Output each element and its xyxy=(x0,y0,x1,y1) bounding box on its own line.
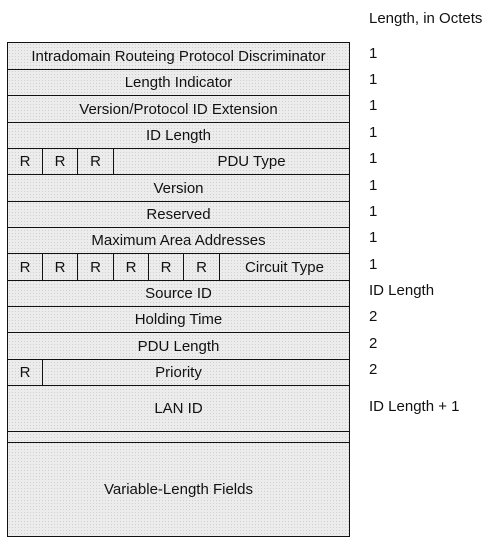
field-pdu-type: PDU Type xyxy=(217,153,286,170)
row-length-indicator: Length Indicator xyxy=(8,69,349,95)
length-value: 1 xyxy=(369,229,378,246)
length-column-header: Length, in Octets xyxy=(369,10,483,27)
field-source-id: Source ID xyxy=(145,285,212,302)
pdu-format-table: Intradomain Routeing Protocol Discrimina… xyxy=(7,42,350,537)
reserved-bit: R xyxy=(8,149,43,174)
reserved-bit: R xyxy=(114,254,149,280)
reserved-bit: R xyxy=(78,149,114,174)
length-value: 1 xyxy=(369,203,378,220)
row-variable-length-fields: Variable-Length Fields xyxy=(8,442,349,536)
length-value: 1 xyxy=(369,177,378,194)
reserved-bit: R xyxy=(8,360,43,385)
field-id-length: ID Length xyxy=(145,127,212,144)
row-max-area-addresses: Maximum Area Addresses xyxy=(8,227,349,253)
field-version-extension: Version/Protocol ID Extension xyxy=(79,100,278,118)
field-protocol-discriminator: Intradomain Routeing Protocol Discrimina… xyxy=(31,47,326,65)
row-circuit-type: R R R R R R Circuit Type xyxy=(8,253,349,280)
field-circuit-type: Circuit Type xyxy=(245,258,324,276)
length-value: ID Length + 1 xyxy=(369,398,460,415)
field-pdu-length: PDU Length xyxy=(137,337,220,355)
length-value: ID Length xyxy=(369,282,435,299)
reserved-bit: R xyxy=(8,254,43,280)
row-pdu-type: R R R PDU Type xyxy=(8,148,349,174)
field-lan-id: LAN ID xyxy=(154,400,203,417)
length-value: 1 xyxy=(369,97,378,114)
row-divider xyxy=(8,431,349,442)
length-value: 1 xyxy=(369,71,378,88)
row-protocol-discriminator: Intradomain Routeing Protocol Discrimina… xyxy=(8,43,349,69)
row-id-length: ID Length xyxy=(8,122,349,148)
reserved-bit: R xyxy=(43,254,78,280)
length-value: 2 xyxy=(369,335,378,352)
length-value: 1 xyxy=(369,45,378,62)
field-holding-time: Holding Time xyxy=(134,311,223,328)
row-reserved: Reserved xyxy=(8,201,349,227)
row-source-id: Source ID xyxy=(8,280,349,306)
row-lan-id: LAN ID xyxy=(8,385,349,431)
length-value: 2 xyxy=(369,361,378,378)
length-value: 1 xyxy=(369,124,378,141)
field-length-indicator: Length Indicator xyxy=(124,74,233,91)
length-value: 1 xyxy=(369,150,378,167)
length-value: 2 xyxy=(369,308,378,325)
length-value: 1 xyxy=(369,256,378,273)
row-version-extension: Version/Protocol ID Extension xyxy=(8,95,349,122)
reserved-bit: R xyxy=(78,254,114,280)
reserved-bit: R xyxy=(184,254,220,280)
field-variable-length: Variable-Length Fields xyxy=(104,481,253,498)
row-holding-time: Holding Time xyxy=(8,306,349,332)
field-priority: Priority xyxy=(155,364,202,381)
row-priority: R Priority xyxy=(8,359,349,385)
field-max-area-addresses: Maximum Area Addresses xyxy=(91,232,266,249)
row-pdu-length: PDU Length xyxy=(8,332,349,359)
field-version: Version xyxy=(153,179,204,197)
row-version: Version xyxy=(8,174,349,201)
reserved-bit: R xyxy=(149,254,184,280)
field-reserved: Reserved xyxy=(146,206,211,223)
reserved-bit: R xyxy=(43,149,78,174)
